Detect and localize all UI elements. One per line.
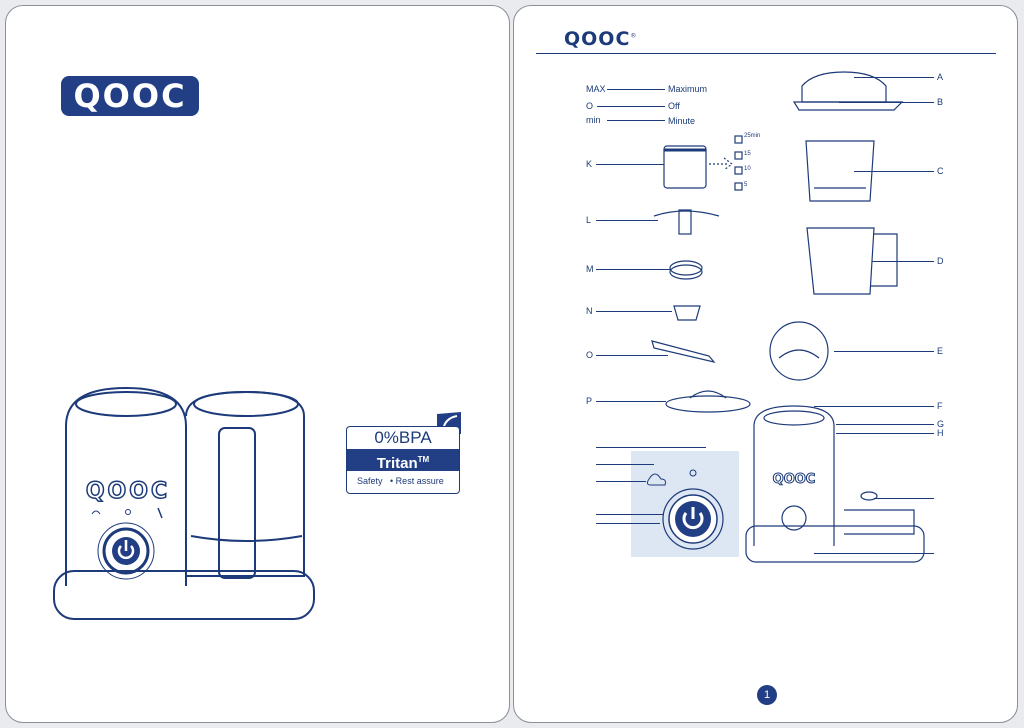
page-number: 1: [757, 685, 777, 705]
cup-scale-10: 10: [744, 166, 751, 172]
label-k: K: [586, 159, 593, 169]
badge-top: 0%BPA: [374, 428, 432, 447]
label-h: H: [937, 428, 944, 438]
legend-meaning-off: Off: [668, 101, 680, 111]
product-logo: QOOC: [86, 479, 170, 504]
label-e: E: [937, 346, 944, 356]
legend-meaning-max: Maximum: [668, 84, 708, 94]
cup-scale-25: 25min: [744, 133, 761, 139]
measuring-cup-illustration: QOOC: [651, 71, 925, 563]
label-b: B: [937, 97, 944, 107]
label-m: M: [586, 264, 594, 274]
cup-scale-5: 5: [744, 182, 748, 188]
header-logo: QOOC®: [564, 28, 638, 50]
legend-abbr-max: MAX: [586, 84, 606, 94]
power-icon: [112, 537, 140, 565]
label-g: G: [937, 419, 945, 429]
right-page: QOOC® MAX Maximum O Off min Minute K L M…: [513, 5, 1018, 723]
badge-middle: TritanTM: [347, 449, 459, 472]
header-rule: [536, 53, 996, 54]
food-maker-illustration: QOOC: [53, 386, 315, 620]
legend-meaning-min: Minute: [668, 116, 696, 126]
bpa-free-badge: 0%BPA TritanTM Safety • Rest assure: [346, 426, 460, 494]
control-panel-detail: [631, 451, 739, 557]
label-f: F: [937, 401, 943, 411]
badge-bottom: Safety • Rest assure: [357, 476, 444, 486]
label-p: P: [586, 396, 593, 406]
label-d: D: [937, 256, 944, 266]
label-o: O: [586, 350, 594, 360]
left-page: QOOC QOOC 0%BPA TritanTM: [5, 5, 510, 723]
legend-abbr-off: O: [586, 101, 594, 111]
legend-abbr-min: min: [586, 115, 601, 125]
label-n: N: [586, 306, 593, 316]
brand-logo: QOOC: [61, 76, 199, 116]
label-c: C: [937, 166, 944, 176]
label-a: A: [937, 72, 944, 82]
machine-logo: QOOC: [773, 472, 816, 487]
cup-scale-15: 15: [744, 151, 751, 157]
parts-illustration: [651, 71, 925, 563]
label-l: L: [586, 215, 592, 225]
